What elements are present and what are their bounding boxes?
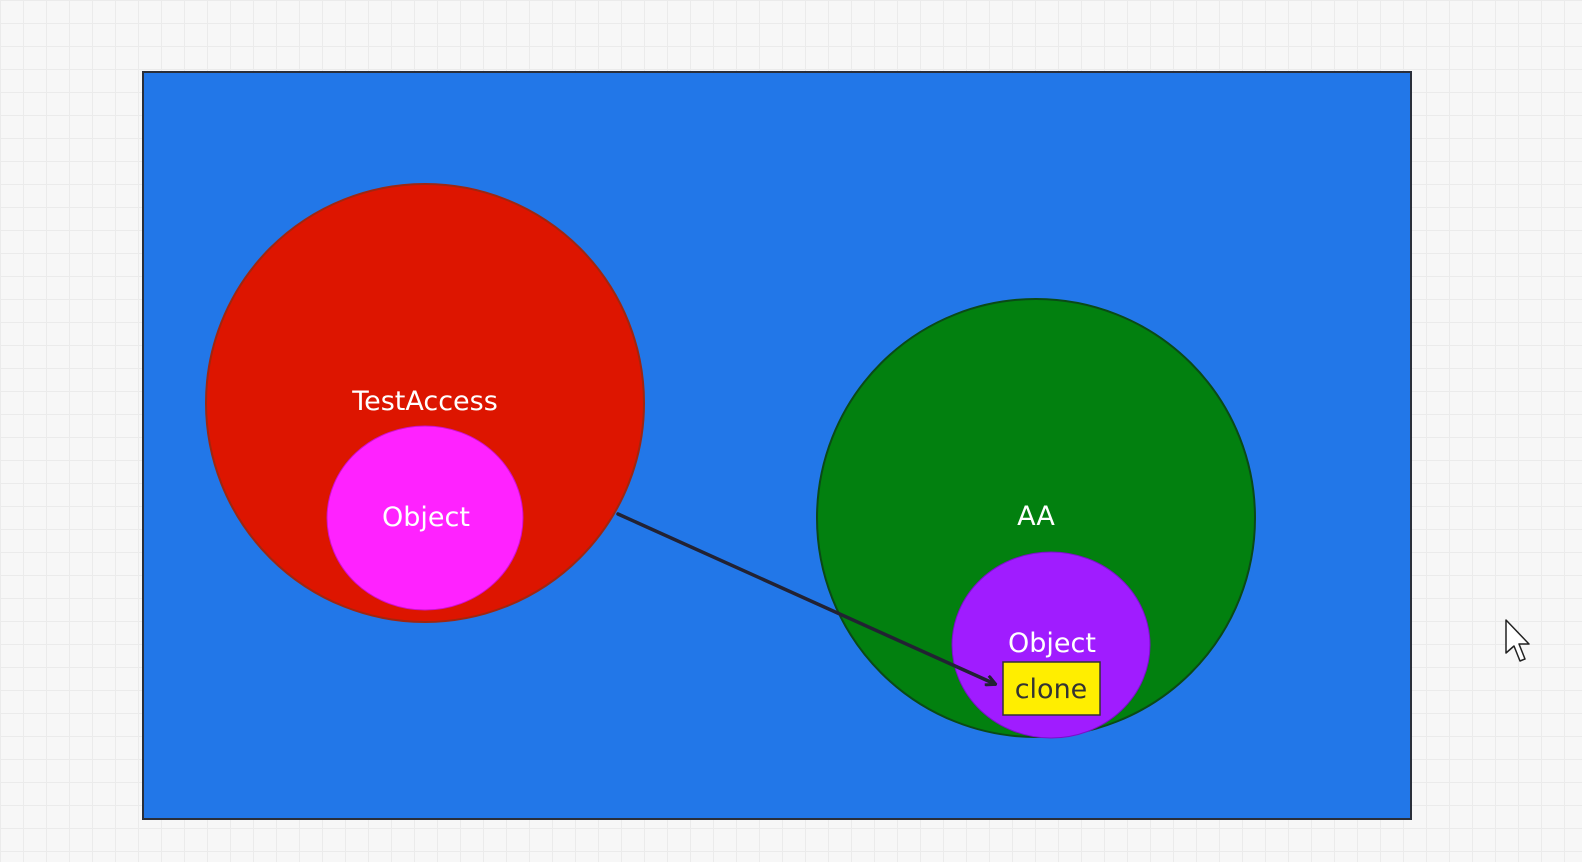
mouse-pointer-icon xyxy=(1505,619,1530,662)
test-access-object-label: Object xyxy=(382,502,470,533)
test-access-object-node[interactable]: Object xyxy=(326,425,524,611)
test-access-object-circle[interactable] xyxy=(326,425,524,611)
clone-method-box[interactable] xyxy=(1002,661,1101,716)
aa-label: AA xyxy=(1017,501,1055,532)
clone-method-label: clone xyxy=(1015,674,1088,705)
test-access-node[interactable]: TestAccess xyxy=(205,183,645,623)
test-access-circle[interactable] xyxy=(205,183,645,623)
access-arrow[interactable] xyxy=(616,512,995,684)
test-access-label: TestAccess xyxy=(351,386,498,417)
aa-object-label: Object xyxy=(1008,628,1096,659)
clone-method-node[interactable]: clone xyxy=(1002,661,1101,716)
